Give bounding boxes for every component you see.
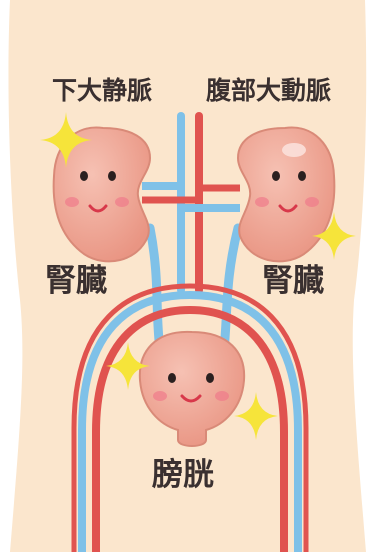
bladder-eye-left: [168, 373, 176, 383]
kidney-right-cheek-left: [255, 197, 269, 207]
kidney-right-eye-left: [272, 171, 280, 181]
kidney-left-eye-right: [108, 171, 116, 181]
label-bladder: 膀胱: [152, 460, 214, 491]
kidney-right-cheek-right: [305, 197, 319, 207]
bladder-cheek-left: [153, 391, 167, 401]
label-kidney-right: 腎臓: [262, 266, 324, 297]
label-abdominal-aorta: 腹部大動脈: [206, 78, 331, 103]
kidney-left-cheek-left: [65, 197, 79, 207]
kidney-left-eye-left: [80, 171, 88, 181]
kidney-left-cheek-right: [115, 197, 129, 207]
label-inferior-vena-cava: 下大静脈: [52, 78, 152, 103]
kidney-right-highlight: [282, 143, 306, 157]
bladder-eye-right: [206, 373, 214, 383]
bladder-cheek-right: [215, 391, 229, 401]
kidney-right-eye-right: [298, 171, 306, 181]
label-kidney-left: 腎臓: [45, 266, 107, 297]
